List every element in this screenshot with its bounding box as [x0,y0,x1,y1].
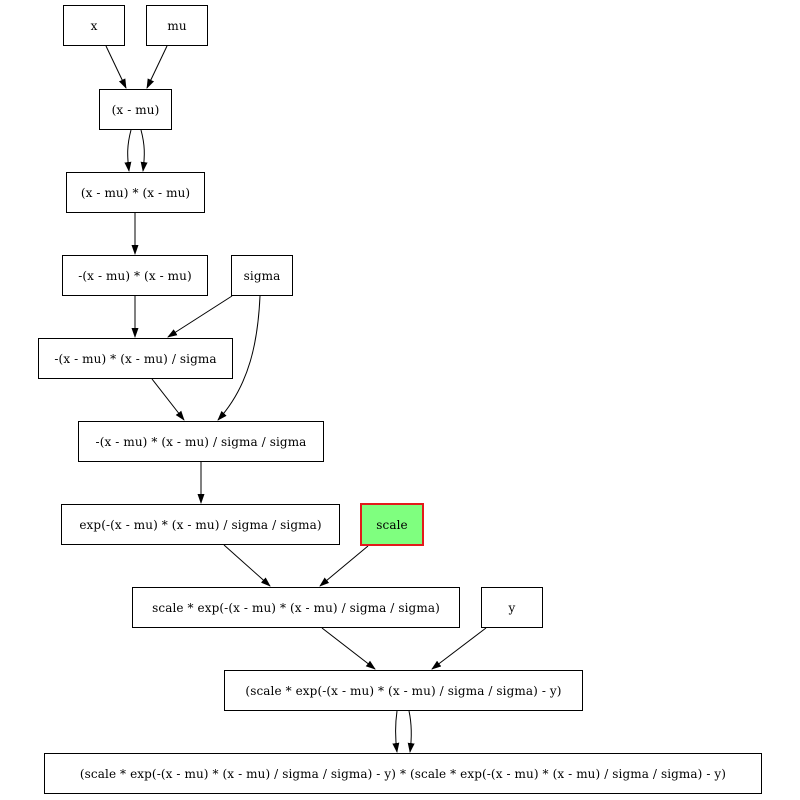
node-div1: -(x - mu) * (x - mu) / sigma [38,338,233,379]
edge-mu-to-sub [146,45,168,89]
node-x: x [63,5,125,46]
node-y: y [481,587,543,628]
node-y-label: y [508,600,516,615]
edge-exp-to-scaled [223,544,271,587]
node-x-label: x [90,18,98,33]
node-square-label: (x - mu) * (x - mu) [80,185,191,200]
node-loss-label: (scale * exp(-(x - mu) * (x - mu) / sigm… [79,766,727,781]
node-sigma: sigma [231,255,293,296]
edge-sigma-to-div1 [167,295,233,338]
node-neg-label: -(x - mu) * (x - mu) [78,268,192,283]
node-mu: mu [146,5,208,46]
edge-scaled-to-residual [321,627,376,670]
node-exp: exp(-(x - mu) * (x - mu) / sigma / sigma… [61,504,340,545]
edge-div1-to-div2 [151,378,185,421]
edge-scale-to-scaled [319,545,369,587]
node-exp-label: exp(-(x - mu) * (x - mu) / sigma / sigma… [79,517,322,532]
node-scaled-label: scale * exp(-(x - mu) * (x - mu) / sigma… [152,600,440,615]
edge-sub-to-square-b [140,129,148,172]
edge-sub-to-square-a [124,129,132,172]
node-sigma-label: sigma [243,268,281,283]
edge-residual-to-loss-a [392,710,400,753]
edge-y-to-residual [431,627,487,670]
edge-residual-to-loss-b [407,710,415,753]
node-square: (x - mu) * (x - mu) [66,172,205,213]
node-sub: (x - mu) [99,89,172,130]
edge-sigma-to-div2 [217,295,261,421]
node-sub-label: (x - mu) [111,102,160,117]
node-div1-label: -(x - mu) * (x - mu) / sigma [54,351,217,366]
node-neg: -(x - mu) * (x - mu) [62,255,208,296]
node-mu-label: mu [167,18,187,33]
node-loss: (scale * exp(-(x - mu) * (x - mu) / sigm… [44,753,762,794]
node-residual-label: (scale * exp(-(x - mu) * (x - mu) / sigm… [245,683,562,698]
node-div2: -(x - mu) * (x - mu) / sigma / sigma [78,421,324,462]
node-scaled: scale * exp(-(x - mu) * (x - mu) / sigma… [132,587,460,628]
node-scale-highlighted: scale [360,503,424,546]
edge-x-to-sub [105,45,127,89]
node-scale-label: scale [376,517,408,532]
node-div2-label: -(x - mu) * (x - mu) / sigma / sigma [95,434,307,449]
node-residual: (scale * exp(-(x - mu) * (x - mu) / sigm… [224,670,583,711]
